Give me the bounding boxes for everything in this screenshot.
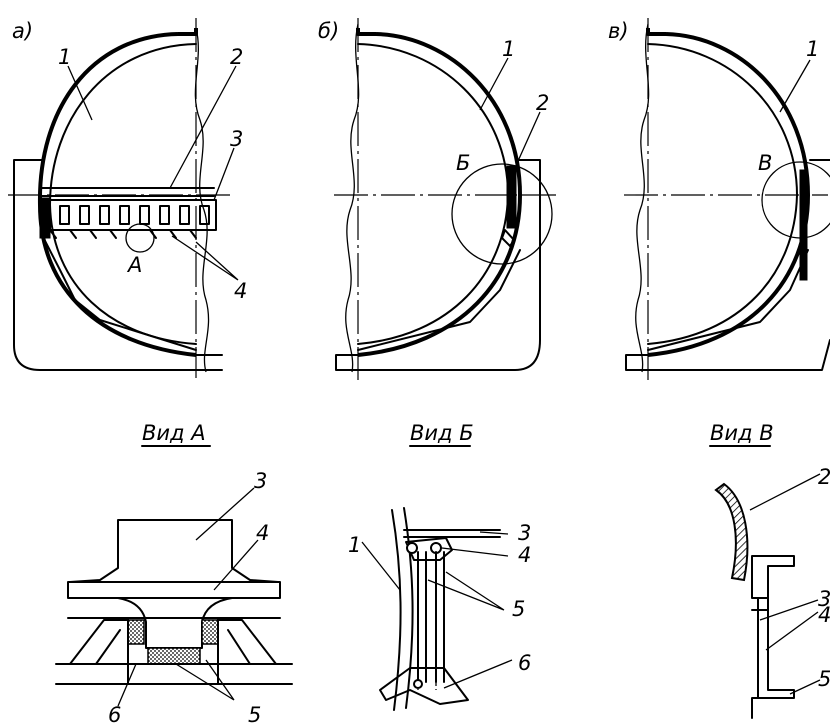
figure-a-label-3: 3	[230, 127, 243, 151]
view-b-rods-5	[417, 551, 445, 683]
view-a-caption: Вид А	[142, 421, 206, 445]
figure-a-detail-circle	[125, 223, 155, 253]
figure-a-base	[13, 159, 223, 371]
view-v-element	[751, 555, 795, 719]
view-a-flange	[67, 581, 281, 619]
view-b-hinge	[405, 537, 453, 561]
view-b-label-4: 4	[518, 543, 531, 567]
figure-b-casing	[356, 28, 522, 357]
figure-a-tag: а)	[12, 19, 33, 43]
figure-a-support	[41, 234, 197, 351]
view-a: Вид А 3 4 6 5	[55, 421, 293, 727]
view-b-pin-left	[406, 542, 418, 554]
figure-b-leaders	[479, 57, 541, 171]
figure-v-element	[799, 169, 808, 281]
figure-b-support	[357, 249, 521, 351]
view-b-caption: Вид Б	[410, 421, 474, 445]
view-v-part-2	[714, 482, 749, 582]
figure-b-base	[335, 159, 541, 371]
figure-v-support	[647, 249, 809, 351]
view-b-leaders	[361, 531, 513, 689]
figure-v-break-line	[635, 23, 650, 373]
view-b-label-6: 6	[518, 651, 531, 675]
figure-a-leaders	[67, 65, 239, 281]
figure-a-left-block	[39, 197, 51, 239]
view-a-label-3: 3	[254, 469, 267, 493]
figure-b-detail-circle	[451, 163, 553, 265]
figure-b-break-line	[345, 23, 360, 373]
view-v-leaders	[749, 473, 821, 695]
figure-b-label-1: 1	[502, 37, 515, 61]
view-v-label-4: 4	[818, 603, 830, 627]
view-a-braces	[55, 617, 293, 685]
view-v-label-2: 2	[818, 465, 830, 489]
figure-b-element-2	[506, 165, 517, 229]
view-a-body-3	[69, 519, 279, 583]
view-v: Вид В 2 3 4 5	[709, 421, 830, 719]
view-v-label-3: 3	[818, 587, 830, 611]
figure-b-detail-mark: Б	[456, 151, 470, 175]
view-a-pad-left	[127, 619, 145, 645]
view-a-label-6: 6	[108, 703, 121, 727]
figure-a-band	[41, 187, 215, 197]
figure-v-leader	[779, 59, 811, 113]
figure-b-tag: б)	[318, 19, 339, 43]
figure-v-detail-circle	[761, 161, 830, 239]
figure-b-bracket	[501, 229, 515, 247]
view-a-leaders	[117, 487, 259, 707]
view-b-pin-bottom	[413, 679, 423, 689]
view-a-pad-right	[201, 619, 219, 645]
figure-v-tag: в)	[608, 19, 629, 43]
figure-a-casing	[37, 28, 198, 357]
view-a-pad-bottom	[147, 647, 201, 665]
view-b: Вид Б 1 3 4 5 6	[348, 421, 531, 711]
figure-v-casing	[646, 28, 810, 357]
view-v-caption: Вид В	[710, 421, 774, 445]
figure-a-label-4: 4	[234, 279, 247, 303]
figure-a-comb	[49, 199, 217, 239]
view-a-label-4: 4	[256, 521, 269, 545]
figure-a: а) А 1	[8, 18, 247, 378]
figure-a-detail-mark: А	[126, 253, 142, 277]
figure-v-detail-mark: В	[758, 151, 772, 175]
figure-b: б) Б 1 2	[318, 18, 560, 380]
figure-a-label-2: 2	[230, 45, 243, 69]
view-a-label-5: 5	[248, 703, 261, 727]
view-b-label-3: 3	[518, 521, 531, 545]
figure-v-base	[625, 159, 830, 371]
figure-a-label-1: 1	[58, 45, 71, 69]
figure-b-label-2: 2	[536, 91, 549, 115]
view-b-plate-3	[403, 529, 501, 538]
figure-v: в) В 1	[608, 18, 830, 380]
view-v-label-5: 5	[818, 667, 830, 691]
figure-v-label-1: 1	[806, 37, 819, 61]
view-b-label-1: 1	[348, 533, 361, 557]
view-b-label-5: 5	[512, 597, 525, 621]
view-b-lever-6	[379, 667, 469, 705]
